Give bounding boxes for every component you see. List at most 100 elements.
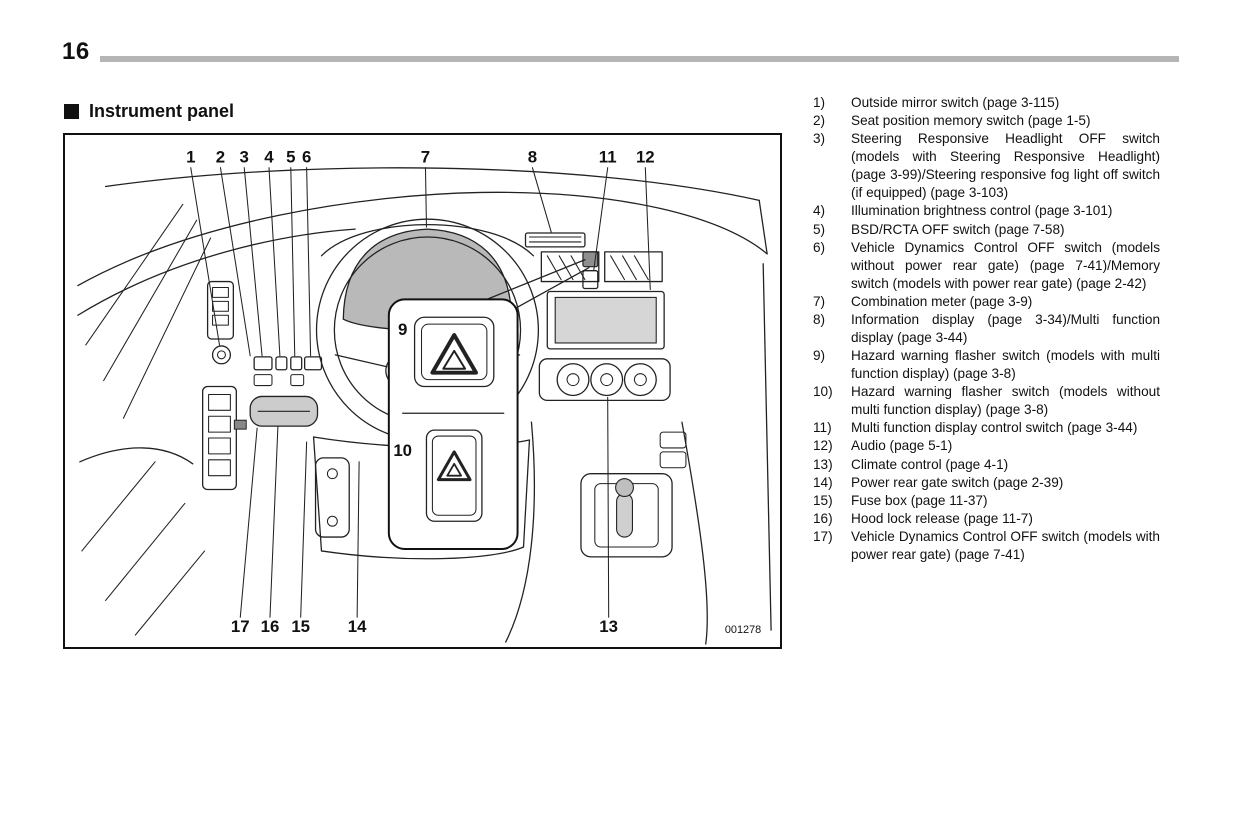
hazard-triangle-icon — [430, 333, 478, 375]
hazard-button-standard — [425, 429, 483, 522]
legend-item-number: 5) — [813, 221, 826, 237]
callout-6: 6 — [302, 148, 311, 167]
legend-item-number: 14) — [813, 474, 833, 490]
legend-item-text: Vehicle Dynamics Control OFF switch (mod… — [851, 528, 1160, 562]
legend-item-text: Combination meter (page 3-9) — [851, 293, 1033, 309]
page-number: 16 — [62, 38, 90, 65]
legend-item: 17) Vehicle Dynamics Control OFF switch (… — [813, 528, 1160, 564]
legend-item: 14) Power rear gate switch (page 2-39) — [813, 474, 1160, 492]
legend-item-number: 15) — [813, 492, 833, 508]
legend-item-number: 12) — [813, 438, 833, 454]
legend-item-number: 6) — [813, 239, 826, 255]
left-door-panel — [79, 203, 237, 636]
climate-control-panel — [538, 358, 671, 402]
legend-list: 1) Outside mirror switch (page 3-115) 2) S… — [813, 94, 1160, 564]
legend-item-number: 1) — [813, 95, 826, 110]
legend-item-text: Outside mirror switch (page 3-115) — [851, 95, 1060, 110]
legend-item: 12) Audio (page 5-1) — [813, 437, 1160, 455]
legend-item-number: 17) — [813, 528, 833, 544]
legend-item-number: 4) — [813, 203, 826, 219]
callout-7: 7 — [421, 148, 430, 167]
callout-10: 10 — [393, 441, 412, 460]
callout-5: 5 — [286, 148, 295, 167]
callout-9: 9 — [398, 320, 407, 339]
callout-4: 4 — [264, 148, 274, 167]
driver-switch-panel — [202, 385, 237, 491]
instrument-panel-diagram: 9 10 — [77, 148, 772, 645]
hazard-button-mfd — [413, 316, 495, 388]
header-rule — [99, 56, 1179, 62]
callout-numbers: 1 2 3 4 5 6 7 8 11 12 17 16 15 14 13 — [186, 148, 655, 636]
legend-item-number: 13) — [813, 456, 833, 472]
legend-item-text: Seat position memory switch (page 1-5) — [851, 113, 1091, 129]
legend-item-number: 10) — [813, 384, 833, 400]
callout-14: 14 — [348, 617, 367, 636]
figure-code: 001278 — [725, 624, 761, 636]
section-marker-square — [64, 104, 79, 119]
window-switch-panel — [206, 280, 234, 340]
legend-item-text: Illumination brightness control (page 3-… — [851, 203, 1113, 219]
legend-item-text: Multi function display control switch (p… — [851, 420, 1138, 436]
audio-screen — [554, 296, 657, 344]
legend-item: 3)Steering Responsive Headlight OFF swit… — [813, 130, 1160, 202]
callout-leaders — [190, 167, 651, 618]
center-console — [505, 421, 708, 645]
hazard-switch-location — [582, 251, 599, 290]
legend-item: 1) Outside mirror switch (page 3-115) — [813, 94, 1160, 112]
legend-item-text: Vehicle Dynamics Control OFF switch (mod… — [851, 239, 1160, 291]
audio-unit — [546, 290, 665, 350]
callout-11: 11 — [599, 148, 617, 167]
callout-16: 16 — [261, 617, 280, 636]
callout-2: 2 — [216, 148, 225, 167]
section-heading-text: Instrument panel — [89, 101, 235, 121]
legend-item: 2) Seat position memory switch (page 1-5) — [813, 112, 1160, 130]
instrument-panel-figure: 9 10 — [63, 133, 782, 649]
legend-item-text: Hazard warning flasher switch (models wi… — [851, 384, 1160, 418]
legend-item-number: 3) — [813, 131, 826, 147]
gear-knob — [615, 478, 634, 498]
legend-item-number: 8) — [813, 311, 826, 327]
legend-item-text: Power rear gate switch (page 2-39) — [851, 474, 1064, 490]
legend-item: 7) Combination meter (page 3-9) — [813, 293, 1160, 311]
legend-item-text: Audio (page 5-1) — [851, 438, 953, 454]
legend-item-text: Information display (page 3-34)/Multi fu… — [851, 311, 1160, 346]
legend-item-number: 7) — [813, 293, 826, 309]
hood-release-hook — [233, 419, 247, 430]
center-stack — [538, 251, 671, 402]
legend-item: 15) Fuse box (page 11-37) — [813, 492, 1160, 510]
page-header: 16 — [62, 40, 1179, 64]
legend-item-number: 11) — [813, 420, 832, 436]
legend-item: 11) Multi function display control switch… — [813, 419, 1160, 437]
dashboard-outline — [77, 167, 772, 631]
legend-item: 13) Climate control (page 4-1) — [813, 456, 1160, 474]
legend-item: 10) Hazard warning flasher switch (models… — [813, 383, 1160, 419]
center-vent-left — [540, 251, 600, 283]
access-plate — [314, 457, 350, 538]
legend-item: 4) Illumination brightness control (page … — [813, 202, 1160, 220]
legend-item-number: 16) — [813, 510, 833, 526]
legend-item-text: Fuse box (page 11-37) — [851, 492, 988, 508]
legend-item-number: 9) — [813, 348, 826, 364]
legend-item-text: Climate control (page 4-1) — [851, 456, 1009, 472]
legend-item-text: Hood lock release (page 11-7) — [851, 510, 1033, 526]
gear-plate — [580, 473, 673, 558]
callout-8: 8 — [528, 148, 537, 167]
mfd-control-switch — [582, 270, 599, 290]
section-heading: Instrument panel — [64, 101, 234, 122]
callout-1: 1 — [186, 148, 195, 167]
hazard-triangle-icon — [436, 450, 472, 482]
callout-12: 12 — [636, 148, 655, 167]
legend-item-text: BSD/RCTA OFF switch (page 7-58) — [851, 221, 1065, 237]
mirror-switch-knob — [211, 345, 232, 365]
legend-item-text: Hazard warning flasher switch (models wi… — [851, 348, 1160, 382]
callout-17: 17 — [231, 617, 250, 636]
legend-item: 6) Vehicle Dynamics Control OFF switch (m… — [813, 239, 1160, 293]
legend-item: 16) Hood lock release (page 11-7) — [813, 510, 1160, 528]
legend-item: 8) Information display (page 3-34)/Multi … — [813, 311, 1160, 347]
legend-item: 9) Hazard warning flasher switch (models … — [813, 347, 1160, 383]
callout-15: 15 — [291, 617, 310, 636]
legend-item-number: 2) — [813, 113, 826, 129]
legend-item: 5) BSD/RCTA OFF switch (page 7-58) — [813, 221, 1160, 239]
center-vent-right — [604, 251, 663, 283]
